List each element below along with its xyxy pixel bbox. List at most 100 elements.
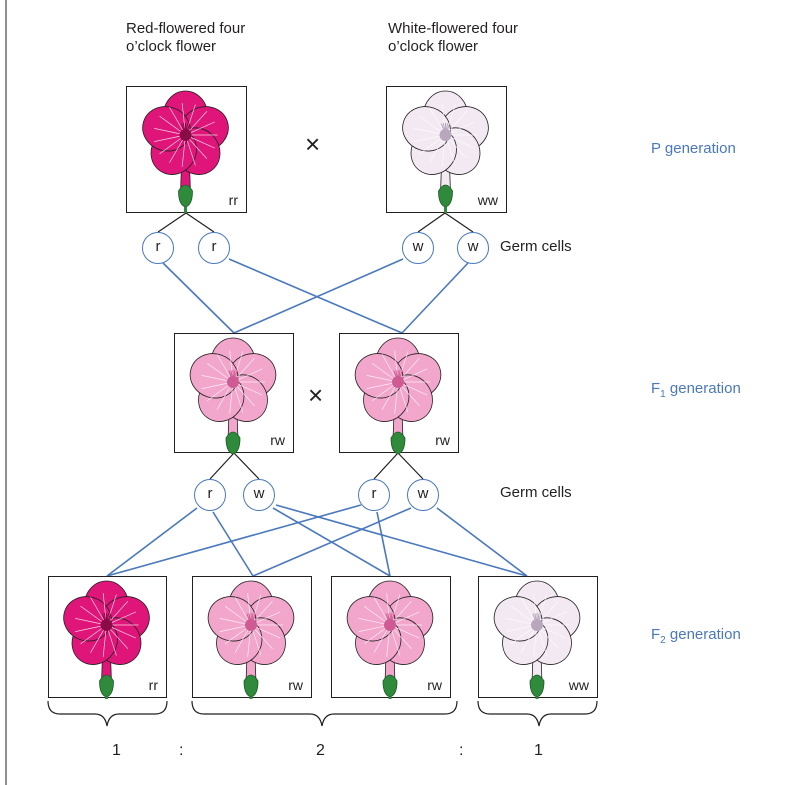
allele-circle: w — [457, 232, 489, 264]
cross-symbol: × — [305, 129, 321, 159]
flower-drawing — [346, 580, 434, 699]
genotype-label: rw — [435, 432, 450, 448]
f2-suffix: generation — [665, 626, 741, 643]
stamen — [232, 370, 238, 383]
p-red-flower-box: rr — [126, 86, 247, 213]
stamen — [106, 613, 112, 626]
stamen — [397, 370, 403, 383]
flower-drawing — [63, 580, 150, 699]
ratio-value-1: 1 — [112, 742, 121, 759]
f1-w2-to-f2-4 — [436, 507, 528, 577]
allele-circle: w — [402, 232, 434, 264]
p-w2-to-f1-right — [401, 262, 469, 334]
stamen — [536, 613, 542, 626]
pink-flower-icon — [189, 337, 277, 454]
f1-r1-to-f2-2 — [212, 511, 254, 577]
f2-prefix: F — [651, 626, 661, 643]
calyx — [178, 184, 193, 208]
genotype-label: rr — [228, 192, 238, 208]
f1-left-to-r — [209, 452, 235, 480]
p-w1-to-f1-left — [233, 258, 404, 334]
stamen — [389, 613, 395, 626]
p-left-to-r1 — [157, 212, 187, 233]
red-parent-label: Red-flowered four o’clock flower — [126, 20, 246, 55]
white-parent-label: White-flowered four o’clock flower — [388, 20, 519, 55]
stamen — [445, 123, 451, 136]
ratio-separator-2: : — [459, 742, 464, 759]
pink-flower-icon — [207, 580, 295, 699]
f1-prefix: F — [651, 380, 661, 397]
allele-circle: w — [243, 479, 275, 511]
genotype-label: ww — [568, 677, 589, 693]
f1-right-to-w — [397, 452, 424, 480]
genotype-label: rr — [148, 677, 158, 693]
calyx — [382, 674, 398, 698]
stamen — [250, 613, 256, 626]
calyx — [390, 431, 406, 454]
brace-2 — [191, 700, 458, 727]
f1-left-to-w — [233, 452, 260, 480]
f1-r1-to-f2-1 — [106, 507, 198, 577]
allele-circle: r — [194, 479, 226, 511]
p-r1-to-f1-left — [162, 262, 235, 334]
f2-flower-box-1: rr — [48, 576, 167, 699]
ratio-separator-1: : — [179, 742, 184, 759]
calyx — [99, 674, 114, 698]
brace-1 — [47, 700, 168, 727]
f1-suffix: generation — [665, 380, 741, 397]
allele-circle: r — [142, 232, 174, 264]
f1-w2-to-f2-2 — [252, 507, 412, 577]
allele-circle: r — [358, 479, 390, 511]
calyx — [529, 674, 545, 698]
ratio-value-2: 2 — [316, 742, 325, 759]
f2-flower-box-2: rw — [192, 576, 312, 699]
genotype-label: rw — [427, 677, 442, 693]
f2-flower-box-3: rw — [331, 576, 451, 699]
red-flower-icon — [142, 90, 229, 213]
p-white-flower-box: ww — [386, 86, 507, 213]
calyx — [243, 674, 259, 698]
f2-flower-box-4: ww — [478, 576, 598, 699]
calyx — [225, 431, 241, 454]
f1-w1-to-f2-4 — [275, 504, 528, 577]
allele-circle: w — [407, 479, 439, 511]
allele-circle: r — [198, 232, 230, 264]
f1-generation-label: F1 generation — [651, 380, 741, 400]
brace-3 — [477, 700, 598, 727]
f1-r2-to-f2-3 — [376, 511, 391, 577]
genotype-label: rw — [270, 432, 285, 448]
f1-left-flower-box: rw — [174, 333, 294, 454]
cross-symbol: × — [308, 380, 324, 410]
flower-drawing — [493, 580, 581, 699]
flower-drawing — [142, 90, 229, 213]
pink-flower-icon — [346, 580, 434, 699]
p-left-to-r2 — [185, 212, 215, 233]
flower-drawing — [189, 337, 277, 454]
ratio-value-3: 1 — [534, 742, 543, 759]
germ-cells-label: Germ cells — [500, 238, 572, 255]
p-generation-label: P generation — [651, 140, 736, 157]
white-flower-icon — [402, 90, 489, 213]
p-r2-to-f1-right — [228, 258, 403, 334]
flower-drawing — [402, 90, 489, 213]
f1-right-to-r — [373, 452, 399, 480]
pink-flower-icon — [354, 337, 442, 454]
flower-drawing — [354, 337, 442, 454]
f1-right-flower-box: rw — [339, 333, 459, 454]
white-flower-icon — [493, 580, 581, 699]
f1-r2-to-f2-1 — [106, 504, 362, 577]
red-flower-icon — [63, 580, 150, 699]
genotype-label: ww — [477, 192, 498, 208]
flower-drawing — [207, 580, 295, 699]
genotype-label: rw — [288, 677, 303, 693]
calyx — [438, 184, 453, 208]
f2-generation-label: F2 generation — [651, 626, 741, 646]
p-right-to-w2 — [444, 212, 474, 233]
germ-cells-label: Germ cells — [500, 484, 572, 501]
p-right-to-w1 — [417, 212, 446, 233]
stamen — [185, 123, 191, 136]
f1-subscript: 1 — [660, 389, 666, 400]
f2-subscript: 2 — [660, 635, 666, 646]
